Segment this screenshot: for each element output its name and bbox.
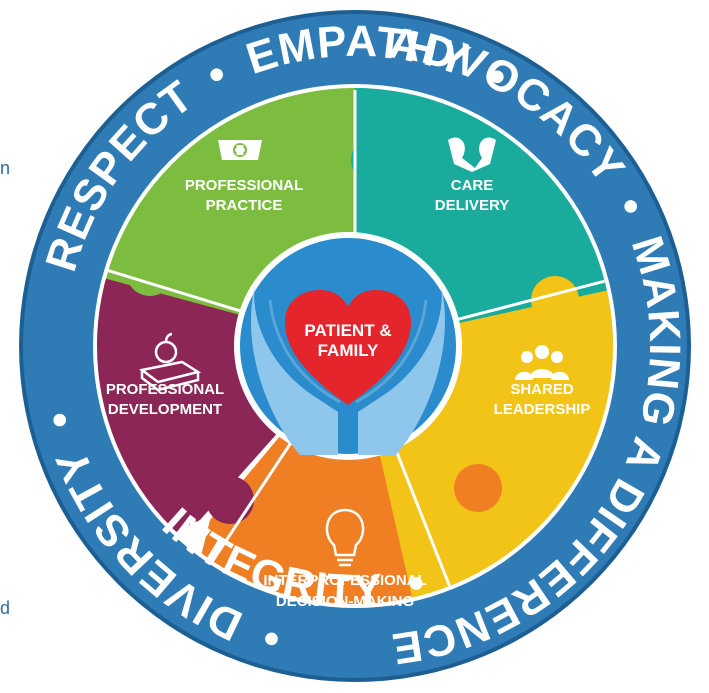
piece-label-care-2: DELIVERY — [435, 197, 509, 214]
heart-hands-icon — [448, 137, 496, 172]
puzzle-tab — [531, 276, 579, 324]
piece-label-practice-2: PRACTICE — [206, 197, 283, 214]
piece-label-development-2: DEVELOPMENT — [108, 401, 222, 418]
heart-icon — [285, 290, 411, 405]
piece-label-leadership-1: SHARED — [510, 381, 574, 398]
piece-label-decision-2: DECISION-MAKING — [276, 593, 414, 610]
lightbulb-icon — [325, 508, 365, 567]
puzzle-tab — [351, 136, 399, 184]
apple-books-icon — [139, 332, 202, 392]
nurse-cap-icon — [218, 140, 262, 160]
piece-label-decision-1: INTERPROFESSIONAL — [263, 572, 426, 589]
group-people-icon — [515, 345, 569, 380]
center-label-line1: PATIENT & — [304, 321, 391, 340]
center-label-line2: FAMILY — [318, 341, 379, 360]
cupped-hands-icon — [251, 285, 445, 455]
piece-label-leadership-2: LEADERSHIP — [494, 401, 591, 418]
piece-label-development-1: PROFESSIONAL — [106, 381, 224, 398]
piece-professional-practice — [97, 88, 355, 346]
puzzle-tab — [454, 464, 502, 512]
puzzle-tab — [206, 476, 254, 524]
cropped-text-fragment: d — [0, 598, 11, 618]
piece-label-care-1: CARE — [451, 177, 494, 194]
piece-label-practice-1: PROFESSIONAL — [185, 177, 303, 194]
cropped-text-fragment: n — [0, 158, 11, 178]
puzzle-tab — [126, 248, 174, 296]
